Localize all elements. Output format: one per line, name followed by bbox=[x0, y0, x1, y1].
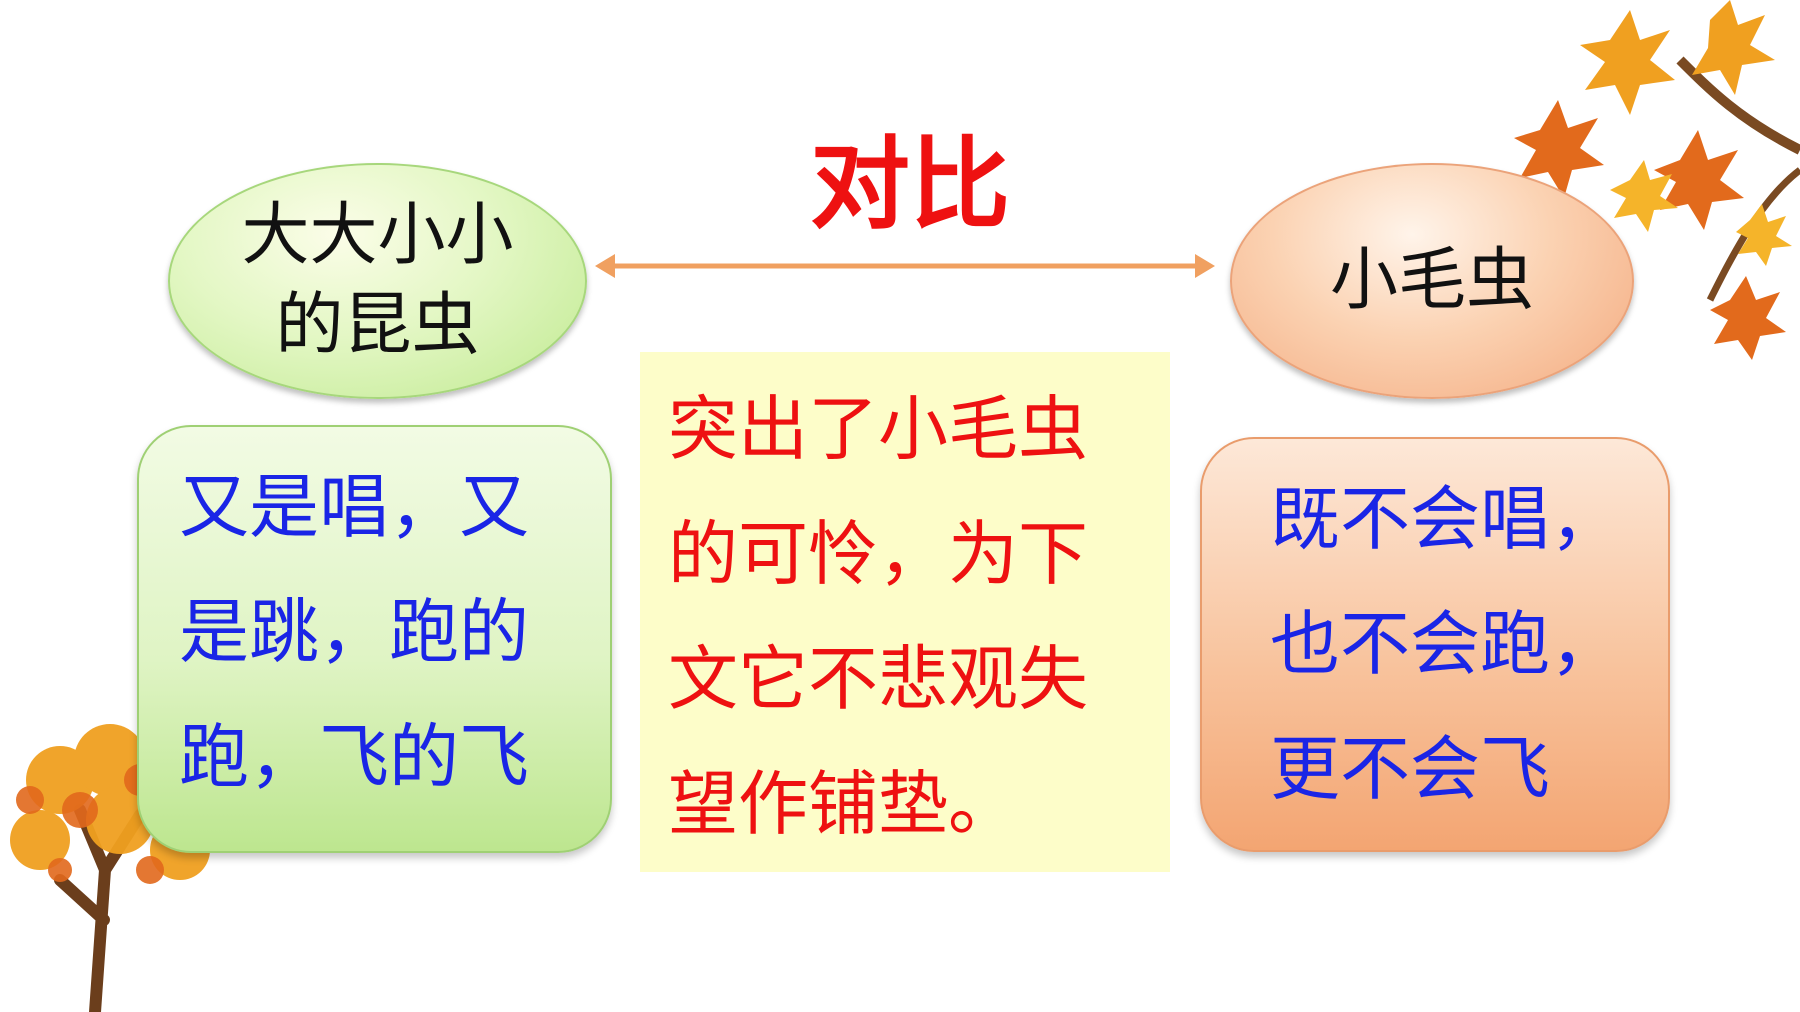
center-conclusion-box: 突出了小毛虫 的可怜，为下 文它不悲观失 望作铺垫。 bbox=[640, 352, 1170, 872]
right-box-line: 更不会飞 bbox=[1270, 728, 1550, 810]
center-box-line: 的可怜，为下 bbox=[668, 513, 1088, 595]
double-arrow-icon bbox=[595, 254, 1215, 278]
right-description-box: 既不会唱， 也不会跑， 更不会飞 bbox=[1200, 437, 1670, 852]
right-node-caterpillar: 小毛虫 bbox=[1230, 163, 1634, 399]
left-node-line: 大大小小 bbox=[241, 196, 514, 275]
right-box-line: 既不会唱， bbox=[1270, 478, 1620, 560]
center-box-line: 突出了小毛虫 bbox=[668, 388, 1088, 470]
right-box-line: 也不会跑， bbox=[1270, 603, 1620, 685]
center-box-line: 文它不悲观失 bbox=[668, 638, 1088, 720]
left-box-line: 又是唱，又 bbox=[179, 466, 529, 548]
diagram-title: 对比 bbox=[810, 126, 1010, 243]
left-description-box: 又是唱，又 是跳，跑的 跑，飞的飞 bbox=[137, 425, 612, 853]
left-node-line: 的昆虫 bbox=[275, 286, 480, 365]
center-box-line: 望作铺垫。 bbox=[668, 763, 1018, 845]
right-node-label: 小毛虫 bbox=[1329, 241, 1534, 320]
left-node-insects: 大大小小 的昆虫 bbox=[168, 163, 587, 399]
left-box-line: 跑，飞的飞 bbox=[179, 716, 529, 798]
left-box-line: 是跳，跑的 bbox=[179, 591, 529, 673]
